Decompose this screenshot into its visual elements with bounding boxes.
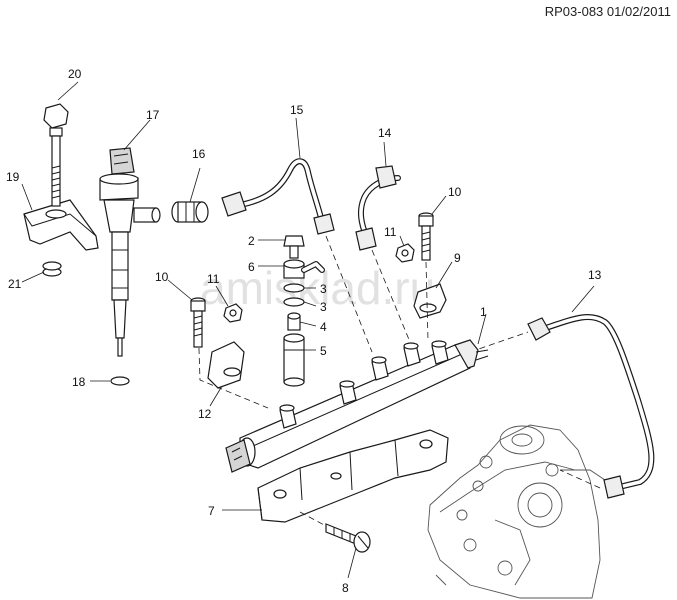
part-10-bolt-right (418, 212, 434, 261)
callout-11-left: 11 (207, 272, 220, 286)
pipe-15-to-rail-line (325, 235, 373, 353)
part-6-union (283, 259, 325, 279)
callout-21: 21 (8, 277, 22, 291)
part-9-clamp (413, 283, 447, 319)
part-16-connector (171, 201, 209, 223)
callout-3-upper: 3 (320, 282, 327, 296)
callout-15: 15 (290, 103, 304, 117)
part-8-bolt (325, 523, 371, 553)
callout-16: 16 (192, 147, 206, 161)
part-3-washer-upper (283, 283, 305, 293)
injection-pump (427, 424, 606, 599)
high-pressure-pipe-14 (355, 165, 401, 251)
callout-5: 5 (320, 344, 327, 358)
callout-18: 18 (72, 375, 86, 389)
bolt-8-guide-line (299, 511, 327, 527)
callout-14: 14 (378, 126, 392, 140)
callout-3-lower: 3 (320, 300, 327, 314)
callout-2: 2 (248, 234, 255, 248)
fuel-rail-1 (225, 339, 489, 473)
callout-19: 19 (6, 170, 20, 184)
leader-lines (21, 81, 595, 579)
part-2-banjo-bolt (283, 235, 305, 259)
part-5-flow-limiter (283, 333, 305, 387)
pipe-13-to-rail-line (469, 331, 529, 353)
watermark-text: amisklad.ru (200, 262, 435, 314)
part-4-sleeve (287, 312, 301, 331)
diagram-reference-code: RP03-083 01/02/2011 (544, 4, 671, 19)
clamp-9-guide-line (425, 261, 429, 341)
callout-8: 8 (342, 581, 349, 595)
callout-12: 12 (198, 407, 212, 421)
callout-10-right: 10 (448, 185, 462, 199)
injector-17 (99, 147, 161, 357)
rail-bracket-7 (257, 429, 449, 523)
high-pressure-pipe-13 (527, 313, 655, 499)
callout-11-right: 11 (384, 225, 397, 239)
callout-6: 6 (248, 260, 255, 274)
part-11-nut-right (395, 243, 415, 263)
part-21-washer (42, 261, 62, 277)
part-11-nut-left (223, 303, 243, 323)
callout-13: 13 (588, 268, 602, 282)
part-19-injector-clamp (23, 199, 99, 251)
pipe-14-to-rail-line (371, 249, 411, 343)
callout-4: 4 (320, 320, 327, 334)
part-10-bolt-left (190, 297, 206, 348)
callout-7: 7 (208, 504, 215, 518)
callout-1: 1 (480, 305, 487, 319)
callout-10-left: 10 (155, 270, 169, 284)
part-3-washer-lower (283, 297, 305, 307)
callout-20: 20 (68, 67, 82, 81)
callout-17: 17 (146, 108, 160, 122)
part-12-clamp (207, 341, 245, 389)
callout-9: 9 (454, 251, 461, 265)
high-pressure-pipe-15 (221, 158, 335, 235)
pipe-13-to-pump-line (559, 469, 601, 489)
part-18-washer (110, 376, 130, 386)
part-20-clamp-bolt (43, 103, 69, 207)
